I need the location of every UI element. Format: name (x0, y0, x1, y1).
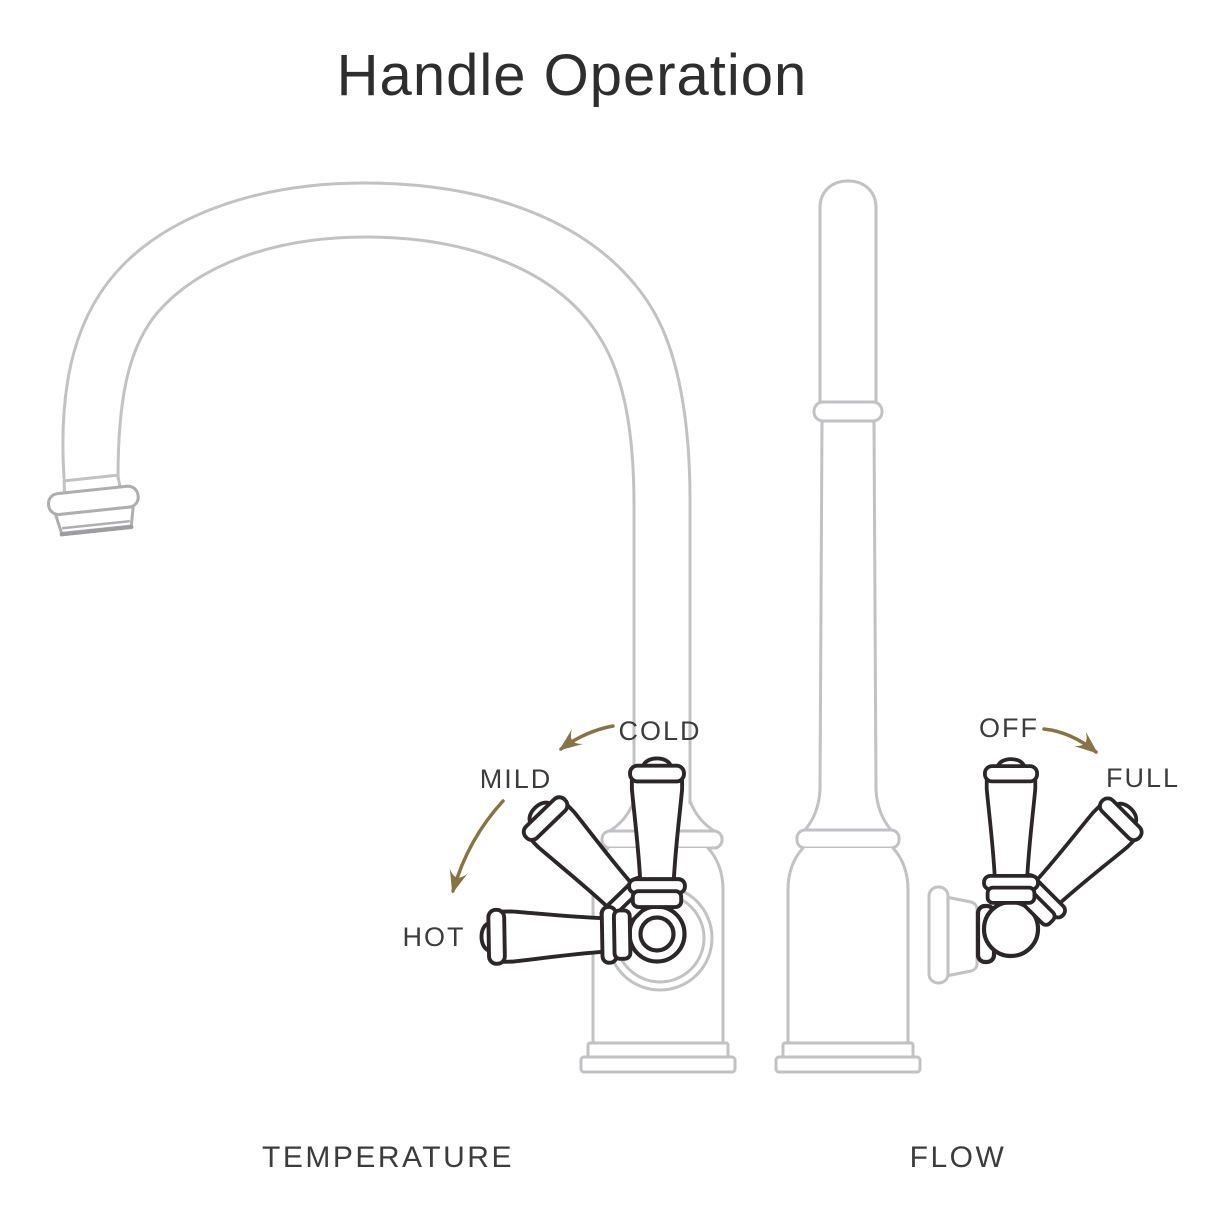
spout-tip (46, 473, 140, 537)
hot-handle (479, 904, 633, 967)
body-collar-ring (795, 828, 901, 850)
flow-handle-assembly (975, 757, 1153, 965)
label-off: OFF (979, 713, 1039, 743)
cold-to-mild-arrow-icon (558, 724, 615, 751)
temperature-faucet: COLD MILD HOT (46, 181, 737, 1074)
column-collar (812, 400, 884, 423)
off-to-full-arrow-icon (1042, 727, 1099, 754)
flow-faucet-body (774, 828, 979, 1074)
label-hot: HOT (403, 922, 466, 952)
caption-temperature: TEMPERATURE (262, 1141, 514, 1174)
flow-faucet: OFF FULL (774, 179, 1180, 1074)
valve-horn (946, 897, 977, 976)
page-title: Handle Operation (337, 43, 808, 108)
base-plinth-lower (579, 1055, 737, 1074)
off-handle (982, 757, 1040, 905)
label-full: FULL (1106, 763, 1180, 793)
valve-horn-ring (927, 885, 950, 985)
base-plinth-lower (774, 1055, 922, 1074)
temperature-handle-assembly (479, 756, 687, 967)
handle-hub-screw (638, 915, 676, 953)
mild-to-hot-arrow-icon (449, 799, 505, 894)
label-mild: MILD (480, 764, 553, 794)
label-cold: COLD (618, 716, 701, 746)
flow-faucet-column (802, 179, 894, 833)
cold-handle (627, 756, 687, 909)
temperature-faucet-spout (46, 181, 718, 834)
caption-flow: FLOW (910, 1141, 1007, 1174)
